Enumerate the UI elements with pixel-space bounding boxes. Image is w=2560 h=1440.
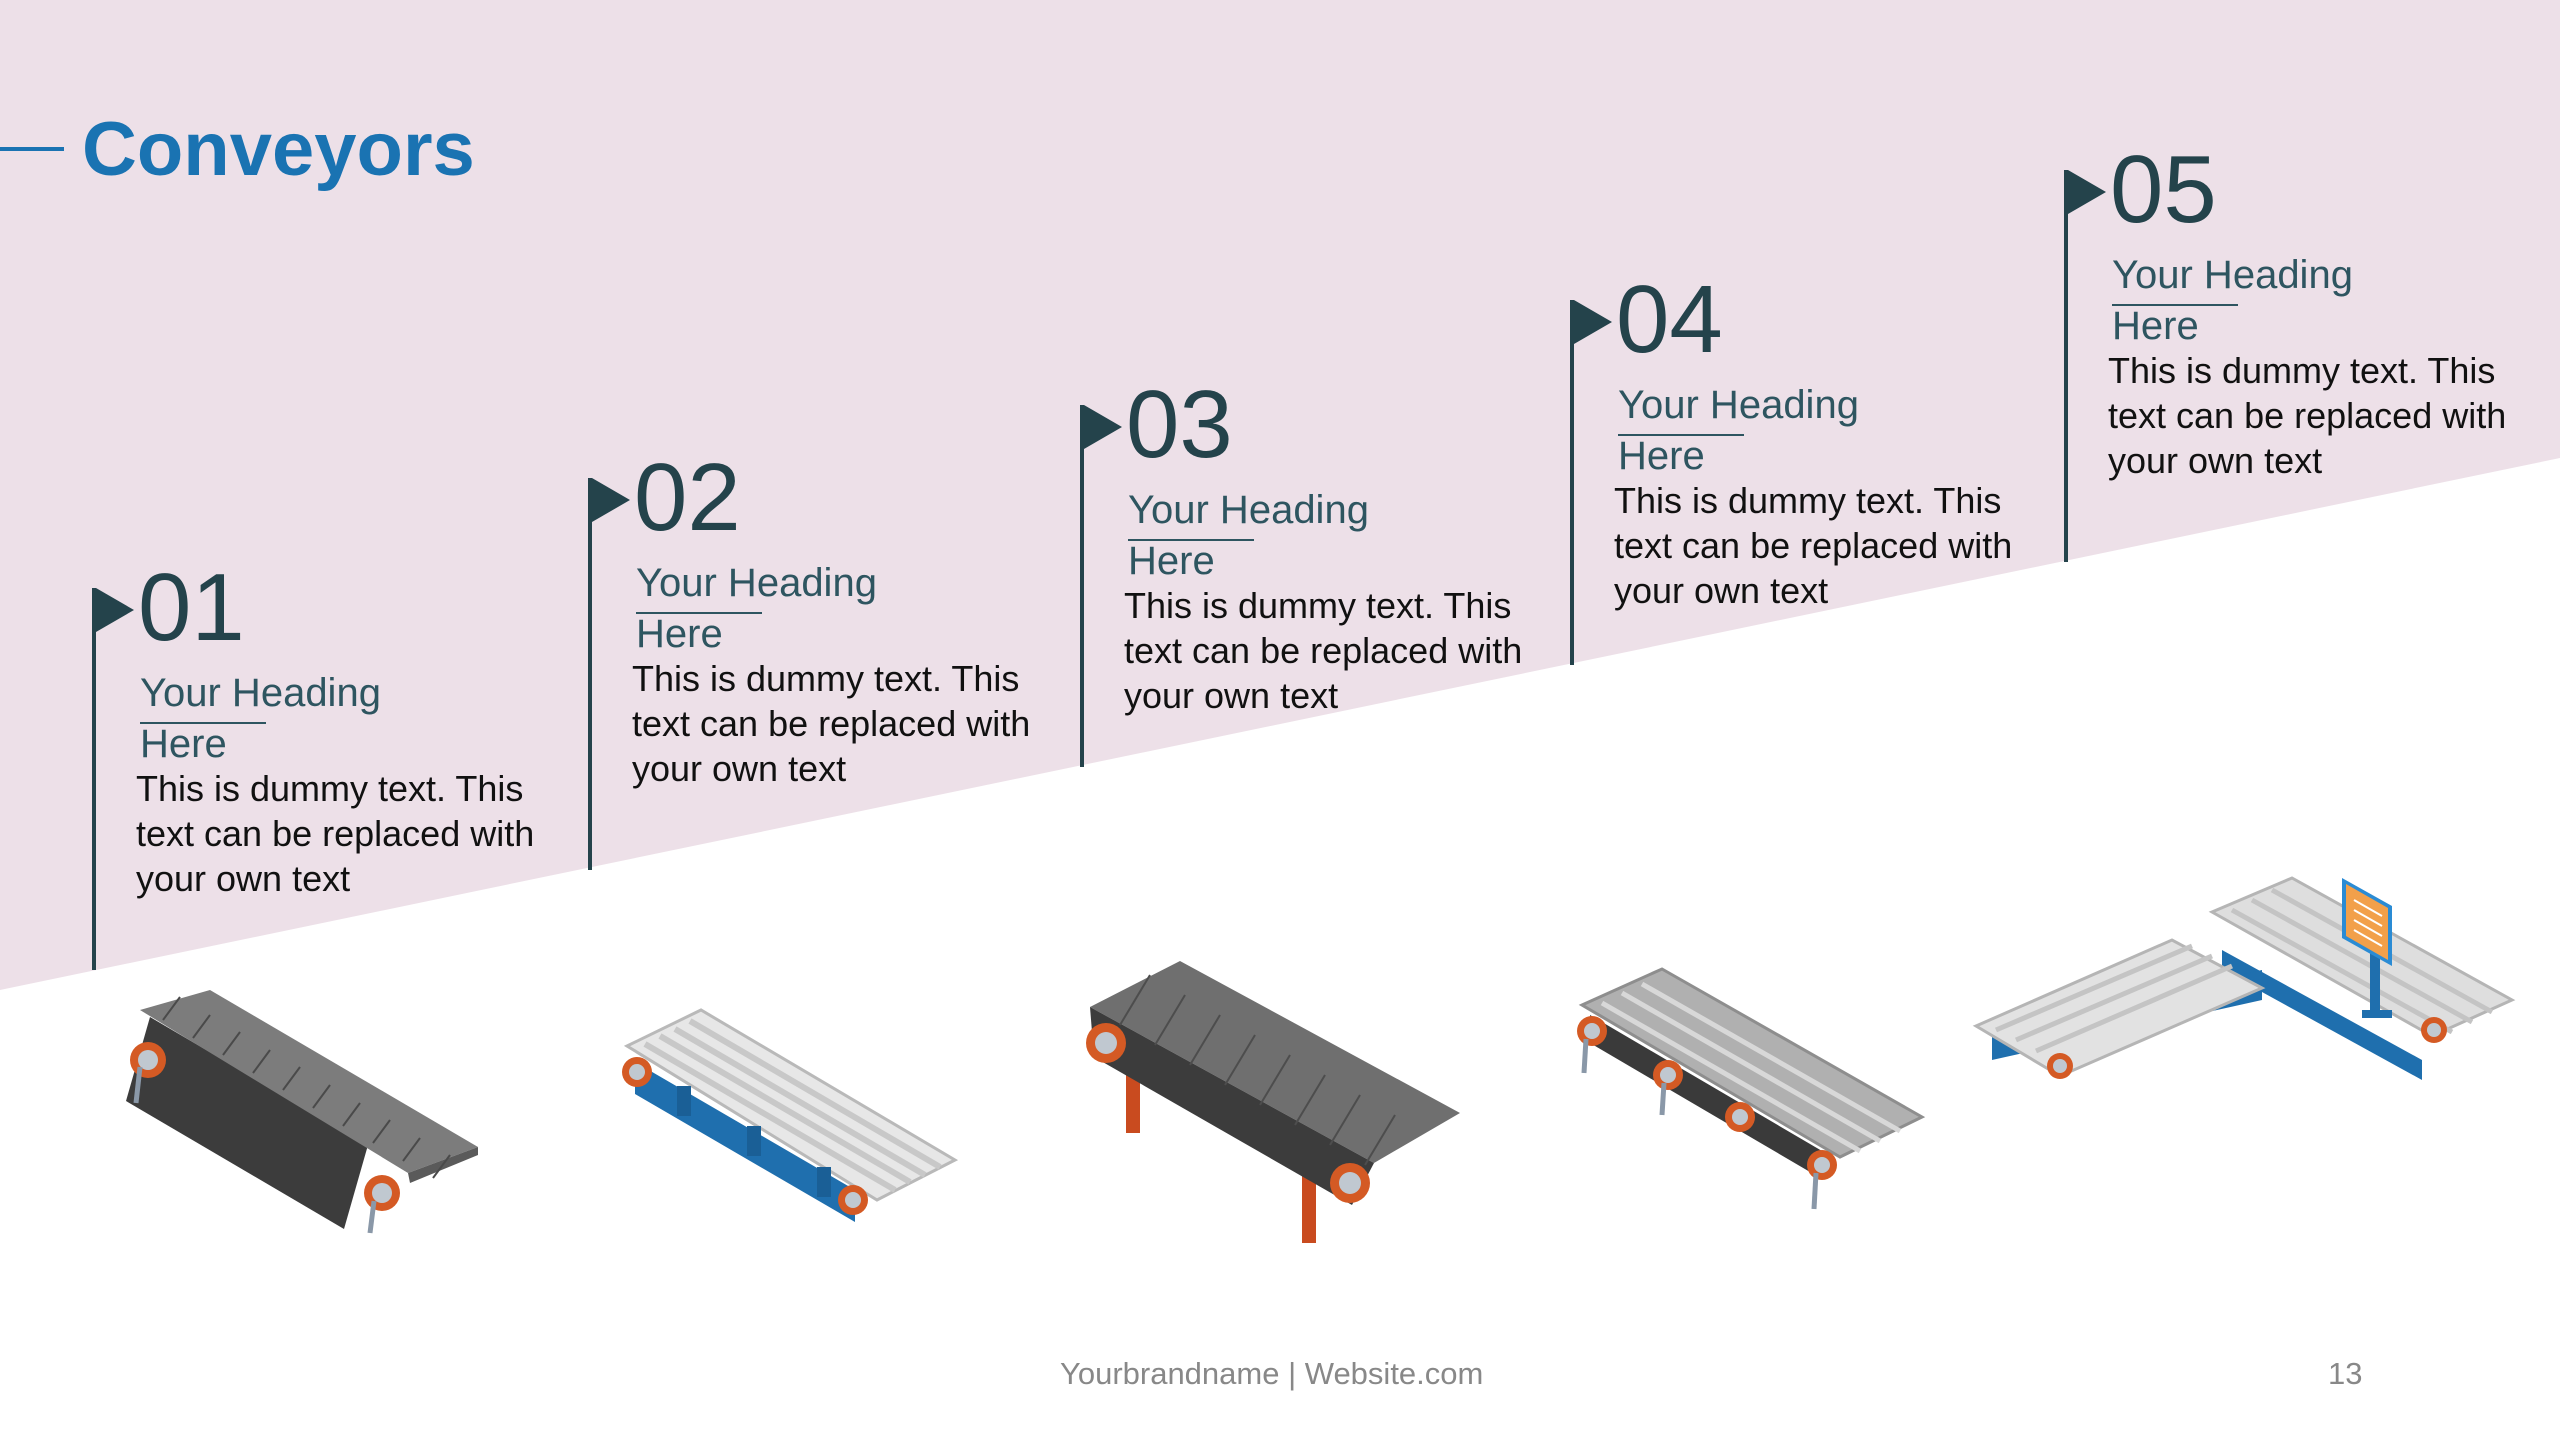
footer-brand: Yourbrandname | Website.com: [1060, 1356, 1484, 1391]
step-heading: Your Heading Here: [636, 561, 877, 656]
heading-underline: [2112, 304, 2238, 306]
title-accent-line: [0, 147, 64, 151]
step-body-text: This is dummy text. This text can be rep…: [1124, 585, 1523, 716]
page-number: 13: [2328, 1356, 2363, 1391]
step-body-text: This is dummy text. This text can be rep…: [632, 658, 1031, 789]
step-number: 05: [2110, 136, 2217, 243]
flag-pole: [1080, 405, 1084, 767]
step-heading: Your Heading Here: [1128, 488, 1369, 583]
flag-pole: [1570, 300, 1574, 665]
heading-underline: [636, 612, 762, 614]
step-heading: Your Heading Here: [1618, 383, 1859, 478]
step-heading: Your Heading Here: [2112, 253, 2353, 348]
step-body-text: This is dummy text. This text can be rep…: [2108, 350, 2507, 481]
step-number: 04: [1616, 266, 1723, 373]
multi-roller-conveyor-icon: [1577, 967, 1926, 1210]
step-body-text: This is dummy text. This text can be rep…: [136, 768, 535, 899]
slide-title: Conveyors: [82, 107, 475, 192]
step-heading: Your Heading Here: [140, 671, 381, 766]
step-number: 03: [1126, 371, 1233, 478]
corner-conveyor-with-monitor-icon: [1972, 876, 2516, 1080]
orange-frame-belt-conveyor-icon: [1086, 961, 1460, 1243]
flag-pole: [588, 478, 592, 870]
flag-pole: [92, 588, 96, 970]
heading-underline: [140, 722, 266, 724]
dark-belt-conveyor-icon: [126, 990, 478, 1234]
flag-icon: [592, 478, 630, 522]
step-body-text: This is dummy text. This text can be rep…: [1614, 480, 2013, 611]
heading-underline: [1618, 434, 1744, 436]
flag-icon: [2068, 170, 2106, 214]
flag-pole: [2064, 170, 2068, 562]
step-number: 01: [138, 554, 245, 661]
flag-icon: [96, 588, 134, 632]
flag-icon: [1084, 405, 1122, 449]
blue-frame-roller-conveyor-icon: [622, 1008, 959, 1222]
step-number: 02: [634, 444, 741, 551]
heading-underline: [1128, 539, 1254, 541]
flag-icon: [1574, 300, 1612, 344]
